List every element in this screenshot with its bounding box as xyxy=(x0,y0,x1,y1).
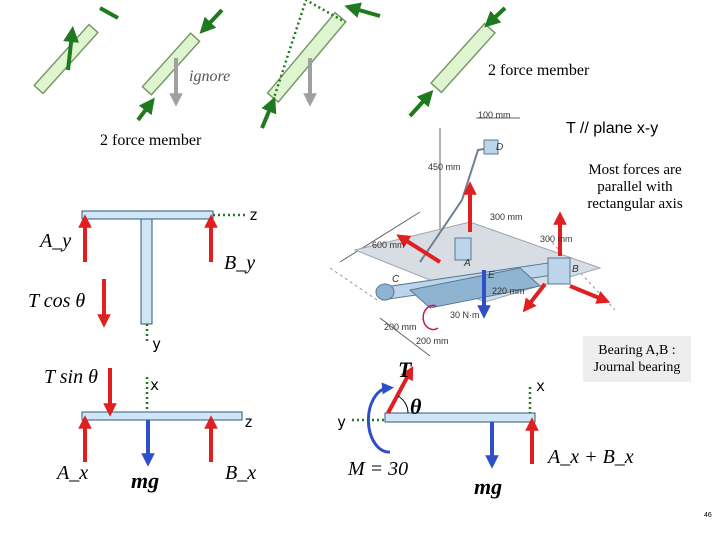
dim-200b: 200 mm xyxy=(416,336,449,346)
dim-450: 450 mm xyxy=(428,162,461,172)
beam-xz-diagram xyxy=(78,368,243,467)
angle-arc xyxy=(397,395,409,414)
cable xyxy=(419,147,491,263)
by-label: B_y xyxy=(224,252,256,274)
point-b-label: B xyxy=(572,264,579,275)
tsin-label: T sin θ xyxy=(44,366,98,388)
green-force-arrow xyxy=(344,2,381,18)
green-force-arrow xyxy=(99,6,119,20)
mg-label-right: mg xyxy=(474,474,503,499)
point-a-label: A xyxy=(464,258,471,269)
point-c-label: C xyxy=(392,274,400,285)
theta-label: θ xyxy=(410,394,422,419)
beam-yz-diagram xyxy=(78,210,245,342)
beam xyxy=(384,412,536,423)
dim-200a: 200 mm xyxy=(384,322,417,332)
member-sketch-4 xyxy=(408,6,507,118)
axis-x-label: x xyxy=(150,376,160,394)
point-e-label: E xyxy=(488,270,495,281)
green-force-arrow xyxy=(484,6,507,28)
ay-label: A_y xyxy=(40,230,72,252)
ax-bx-label: A_x + B_x xyxy=(548,446,634,468)
dim-600: 600 mm xyxy=(372,240,405,250)
axis-z-label-bottom: z xyxy=(244,413,254,431)
point-d-label: D xyxy=(496,142,504,153)
t-parallel-plane-label: T // plane x-y xyxy=(566,120,659,137)
moment-label: M = 30 xyxy=(348,458,409,480)
green-force-arrow xyxy=(408,90,434,118)
axis-y-label: y xyxy=(152,335,162,353)
member-sketch-3 xyxy=(260,0,381,129)
moment-30-label: 30 N·m xyxy=(450,310,480,320)
bearing-note-box xyxy=(583,336,691,382)
member-bar xyxy=(33,23,99,95)
beam xyxy=(81,411,243,421)
dim-220: 220 mm xyxy=(492,286,525,296)
axis-z-label: z xyxy=(249,206,259,224)
beam-xy-diagram xyxy=(352,366,539,469)
ignore-label: ignore xyxy=(189,68,231,85)
cable-dotted xyxy=(268,0,346,111)
three-d-figure xyxy=(329,117,616,357)
dim-300b: 300 mm xyxy=(540,234,573,244)
flange xyxy=(81,210,214,220)
axis-y-label-right: y xyxy=(337,413,347,431)
red-force-arrow xyxy=(522,282,547,313)
tcos-label: T cos θ xyxy=(28,290,86,312)
member-bar xyxy=(266,11,347,104)
red-force-arrow xyxy=(396,234,442,264)
most-forces-note: Most forces are parallel with rectangula… xyxy=(587,162,683,212)
tension-label: T xyxy=(398,357,412,382)
dim-100: 100 mm xyxy=(478,110,511,120)
bx-label: B_x xyxy=(225,462,257,484)
moment-arc xyxy=(422,304,439,331)
pulley-c xyxy=(375,283,395,301)
member-sketch-1 xyxy=(33,6,119,95)
member-sketch-2 xyxy=(136,8,224,122)
tension-arrow xyxy=(386,366,414,414)
red-force-arrow xyxy=(569,284,611,304)
web xyxy=(140,218,153,325)
green-force-arrow xyxy=(260,96,277,129)
axis-x-label-right: x xyxy=(536,377,546,395)
two-force-member-top-label: 2 force member xyxy=(488,62,590,79)
bearing-note: Bearing A,B : Journal bearing xyxy=(593,343,681,375)
ax-label: A_x xyxy=(57,462,89,484)
bearing-b xyxy=(547,257,571,285)
page-number: 46 xyxy=(704,512,712,519)
dim-300a: 300 mm xyxy=(490,212,523,222)
green-force-arrow xyxy=(136,97,155,122)
green-force-arrow xyxy=(63,26,80,71)
bracket-d xyxy=(483,139,499,155)
two-force-member-left-label: 2 force member xyxy=(100,132,202,149)
green-force-arrow xyxy=(199,8,224,34)
mg-label: mg xyxy=(131,468,160,493)
member-bar xyxy=(429,22,497,94)
moment-arrow xyxy=(366,382,394,454)
bearing-a xyxy=(454,237,472,261)
